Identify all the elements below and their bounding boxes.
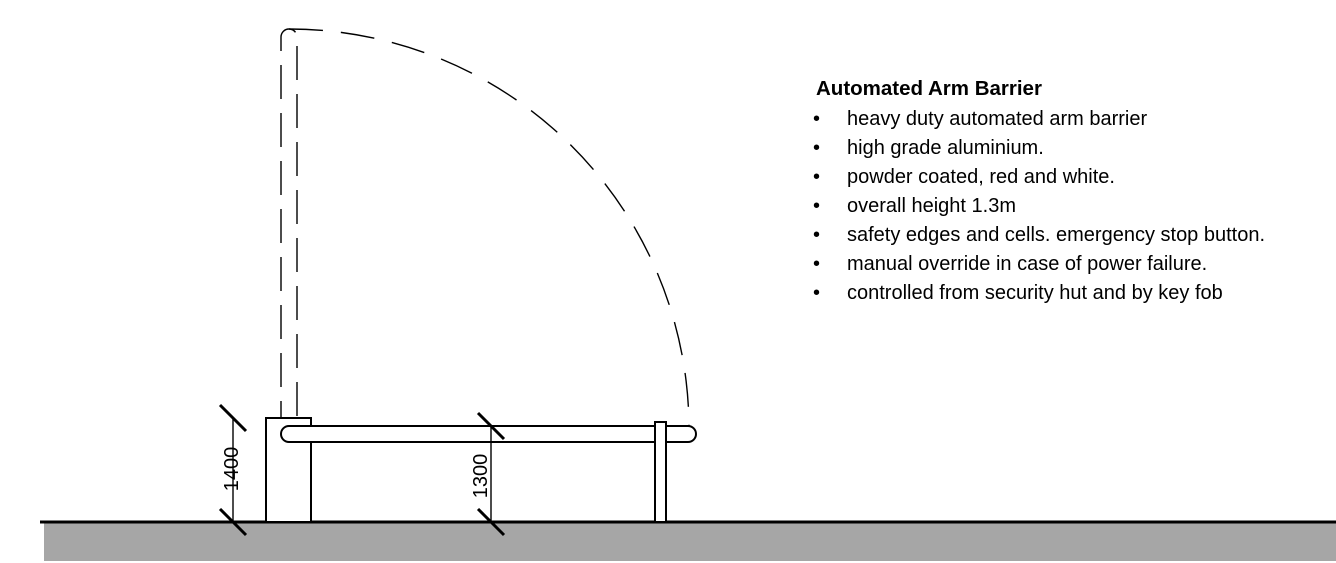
feature-text: heavy duty automated arm barrier (847, 108, 1148, 130)
dimension-label-1300: 1300 (470, 454, 492, 499)
feature-list-item: • high grade aluminium. (812, 134, 1322, 163)
feature-list-item: • powder coated, red and white. (812, 163, 1322, 192)
feature-list-item: • safety edges and cells. emergency stop … (812, 221, 1322, 250)
dimension-post-height: 1400 (218, 403, 248, 537)
feature-text: manual override in case of power failure… (847, 253, 1208, 275)
dimension-arm-height: 1300 (470, 411, 506, 537)
feature-list-item: • controlled from security hut and by key… (812, 279, 1322, 308)
spec-title: Automated Arm Barrier (816, 77, 1042, 100)
bullet-icon: • (813, 166, 821, 188)
bullet-icon: • (813, 137, 821, 159)
feature-list-item: • manual override in case of power failur… (812, 250, 1322, 279)
bullet-icon: • (813, 253, 821, 275)
feature-text: overall height 1.3m (847, 195, 1016, 217)
ground-fill (44, 523, 1336, 561)
feature-list-item: • overall height 1.3m (812, 192, 1322, 221)
feature-text: high grade aluminium. (847, 137, 1044, 159)
swing-arc (288, 28, 690, 430)
feature-list: • heavy duty automated arm barrier • high g… (812, 105, 1322, 308)
bullet-icon: • (813, 282, 821, 304)
feature-text: powder coated, red and white. (847, 166, 1115, 188)
dimension-label-1400: 1400 (221, 447, 243, 492)
raised-arm-outline (280, 28, 298, 435)
specification-notes: Automated Arm Barrier • heavy duty automa… (812, 74, 1322, 308)
bullet-icon: • (813, 195, 821, 217)
feature-text: controlled from security hut and by key … (847, 282, 1223, 304)
bullet-icon: • (813, 224, 821, 246)
barrier-arm (280, 425, 697, 443)
feature-text: safety edges and cells. emergency stop b… (847, 224, 1266, 246)
arm-rest-support (654, 421, 667, 523)
feature-list-item: • heavy duty automated arm barrier (812, 105, 1322, 134)
bullet-icon: • (813, 108, 821, 130)
